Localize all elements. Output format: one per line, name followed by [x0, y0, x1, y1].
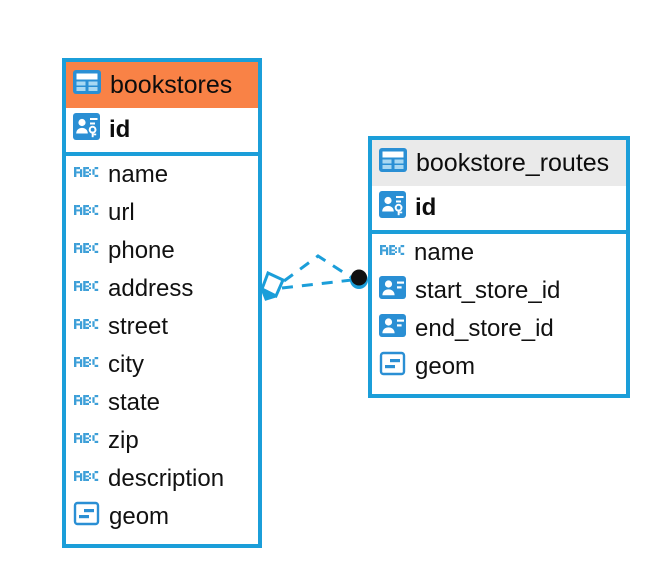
- entity-header-bookstore-routes[interactable]: bookstore_routes: [372, 140, 626, 186]
- column-row-id[interactable]: id: [66, 108, 258, 156]
- crows-foot-many-marker: [260, 270, 285, 301]
- column-row-state[interactable]: state: [66, 384, 258, 422]
- relationship-line-upper: [283, 254, 353, 283]
- column-label: name: [414, 239, 475, 266]
- column-row-name[interactable]: name: [66, 156, 258, 194]
- relationship-line-lower: [281, 278, 353, 290]
- entity-title: bookstores: [110, 70, 233, 99]
- column-row-phone[interactable]: phone: [66, 232, 258, 270]
- text-abc-icon: [73, 235, 99, 268]
- column-row-geom[interactable]: geom: [66, 498, 258, 536]
- column-label: address: [108, 275, 194, 302]
- text-abc-icon: [73, 463, 99, 496]
- primary-key-icon: [379, 191, 406, 225]
- column-label: geom: [415, 353, 476, 380]
- column-row-start-store-id[interactable]: start_store_id: [372, 272, 626, 310]
- text-abc-icon: [73, 311, 99, 344]
- text-abc-icon: [73, 159, 99, 192]
- column-label: url: [108, 199, 135, 226]
- column-row-description[interactable]: description: [66, 460, 258, 498]
- column-label: end_store_id: [415, 315, 554, 342]
- table-icon: [379, 147, 407, 179]
- column-label: street: [108, 313, 169, 340]
- geometry-icon: [379, 350, 406, 384]
- text-abc-icon: [73, 425, 99, 458]
- column-label: id: [415, 194, 437, 221]
- geometry-icon: [73, 500, 100, 534]
- column-row-zip[interactable]: zip: [66, 422, 258, 460]
- text-abc-icon: [73, 197, 99, 230]
- column-row-street[interactable]: street: [66, 308, 258, 346]
- table-icon: [73, 69, 101, 101]
- column-label: city: [108, 351, 144, 378]
- primary-key-icon: [73, 113, 100, 147]
- filled-circle-one-marker: [350, 269, 368, 289]
- entity-header-bookstores[interactable]: bookstores: [66, 62, 258, 108]
- text-abc-icon: [73, 387, 99, 420]
- column-row-url[interactable]: url: [66, 194, 258, 232]
- column-row-address[interactable]: address: [66, 270, 258, 308]
- column-label: phone: [108, 237, 175, 264]
- column-row-geom[interactable]: geom: [372, 348, 626, 386]
- column-row-id[interactable]: id: [372, 186, 626, 234]
- entity-bookstores[interactable]: bookstores id: [62, 58, 262, 548]
- foreign-key-icon: [379, 274, 406, 308]
- column-label: zip: [108, 427, 139, 454]
- column-row-name[interactable]: name: [372, 234, 626, 272]
- column-label: name: [108, 161, 169, 188]
- column-row-end-store-id[interactable]: end_store_id: [372, 310, 626, 348]
- entity-bookstore-routes[interactable]: bookstore_routes id: [368, 136, 630, 398]
- column-label: id: [109, 116, 131, 143]
- column-label: start_store_id: [415, 277, 561, 304]
- column-row-city[interactable]: city: [66, 346, 258, 384]
- foreign-key-icon: [379, 312, 406, 346]
- text-abc-icon: [379, 237, 405, 270]
- text-abc-icon: [73, 349, 99, 382]
- column-label: description: [108, 465, 225, 492]
- column-label: geom: [109, 503, 170, 530]
- column-label: state: [108, 389, 161, 416]
- entity-title: bookstore_routes: [416, 148, 610, 177]
- text-abc-icon: [73, 273, 99, 306]
